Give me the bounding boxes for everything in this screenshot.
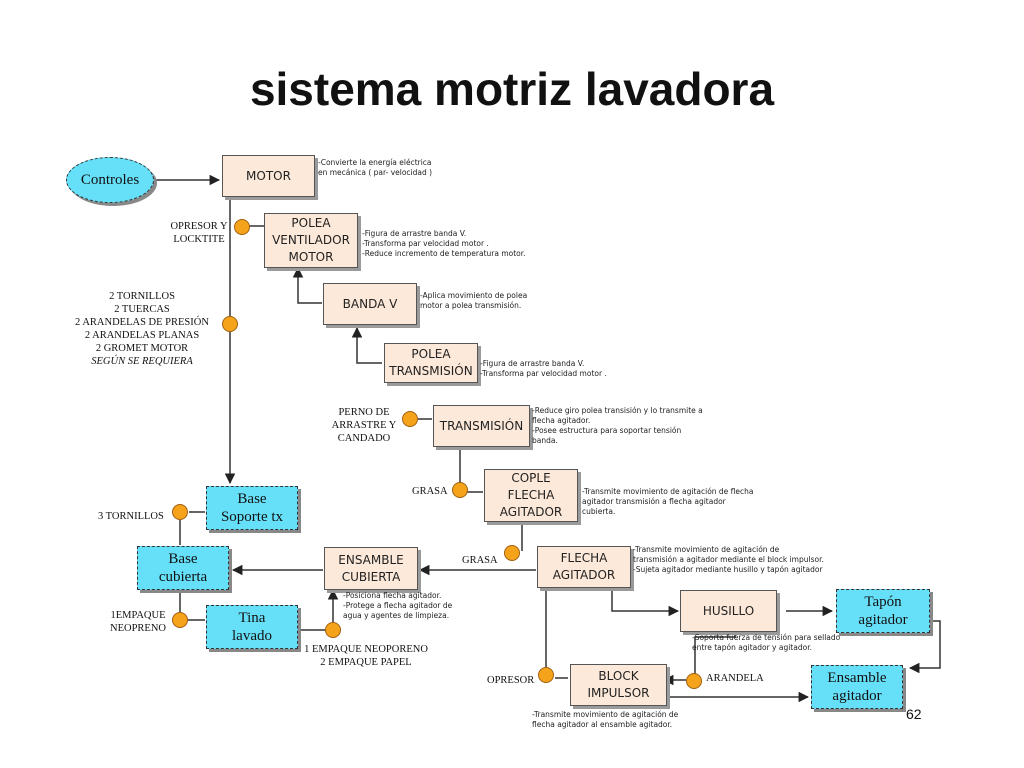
node-tina-lavado: Tina lavado [206, 605, 298, 649]
note-banda-v: -Aplica movimiento de polea motor a pole… [420, 291, 528, 310]
label-opresor-locktite: OPRESOR Y LOCKTITE [170, 221, 228, 245]
note-cople: -Transmite movimiento de agitación de fl… [582, 487, 754, 516]
edge-flecha-husillo [611, 590, 680, 617]
fastener-dot-grasa-1 [452, 482, 468, 498]
label-3-tornillos: 3 TORNILLOS [98, 511, 164, 522]
note-flecha-agitador: -Transmite movimiento de agitación de tr… [633, 545, 824, 574]
node-banda-v: BANDA V [323, 283, 417, 325]
fastener-dot-3-tornillos [172, 504, 188, 520]
node-polea-transmision: POLEA TRANSMISIÓN [384, 343, 478, 383]
edge-banda-poleatx [351, 326, 382, 364]
edge-tapon-ensamble [908, 620, 941, 674]
node-flecha-agitador: FLECHA AGITADOR [537, 546, 631, 588]
node-tapon-agitador: Tapón agitador [836, 589, 930, 633]
node-base-soporte: Base Soporte tx [206, 486, 298, 530]
label-grasa-1: GRASA [412, 486, 448, 497]
note-polea-ventilador: -Figura de arrastre banda V. -Transforma… [362, 229, 526, 258]
label-opresor: OPRESOR [487, 675, 535, 686]
note-husillo: -Soporta fuerza de tensión para sellado … [692, 633, 841, 652]
label-fasteners: 2 TORNILLOS 2 TUERCAS 2 ARANDELAS DE PRE… [75, 291, 209, 354]
page-title: sistema motriz lavadora [249, 63, 775, 115]
fastener-dot-perno [402, 411, 418, 427]
fastener-dot-grasa-2 [504, 545, 520, 561]
label-arandela: ARANDELA [706, 673, 764, 684]
node-polea-ventilador: POLEA VENTILADOR MOTOR [264, 213, 358, 268]
node-husillo: HUSILLO [680, 590, 777, 632]
node-controles: Controles [66, 157, 154, 203]
label-perno: PERNO DE ARRASTRE Y CANDADO [331, 407, 397, 444]
node-base-cubierta: Base cubierta [137, 546, 229, 590]
fastener-dot-empaque-1 [172, 612, 188, 628]
node-ensamble-agitador: Ensamble agitador [811, 665, 903, 709]
note-polea-transmision: -Figura de arrastre banda V. -Transforma… [480, 359, 607, 378]
fastener-dot-empaques [325, 622, 341, 638]
label-empaque-neopreno: 1EMPAQUE NEOPRENO [109, 610, 166, 634]
page-number: 62 [906, 706, 922, 722]
fastener-dot-opresor [538, 667, 554, 683]
node-transmision: TRANSMISIÓN [433, 405, 530, 447]
note-motor: -Convierte la energía eléctrica en mecán… [318, 158, 433, 177]
note-block-impulsor: -Transmite movimiento de agitación de fl… [532, 710, 679, 729]
node-cople: COPLE FLECHA AGITADOR [484, 469, 578, 522]
node-ensamble-cubierta: ENSAMBLE CUBIERTA [324, 547, 418, 590]
fastener-dot-opresor-locktite [234, 219, 250, 235]
node-motor: MOTOR [222, 155, 315, 197]
fastener-dot-arandela [686, 673, 702, 689]
label-segun-requiera: SEGÚN SE REQUIERA [91, 356, 193, 367]
fastener-dot-tornillos [222, 316, 238, 332]
note-ensamble-cubierta: -Posiciona flecha agitador. -Protege a f… [343, 591, 453, 620]
label-empaques: 1 EMPAQUE NEOPORENO 2 EMPAQUE PAPEL [304, 644, 428, 668]
note-transmision: -Reduce giro polea transisión y lo trans… [532, 406, 703, 445]
label-grasa-2: GRASA [462, 555, 498, 566]
edge-polea-banda [292, 266, 322, 304]
node-block-impulsor: BLOCK IMPULSOR [570, 664, 667, 706]
